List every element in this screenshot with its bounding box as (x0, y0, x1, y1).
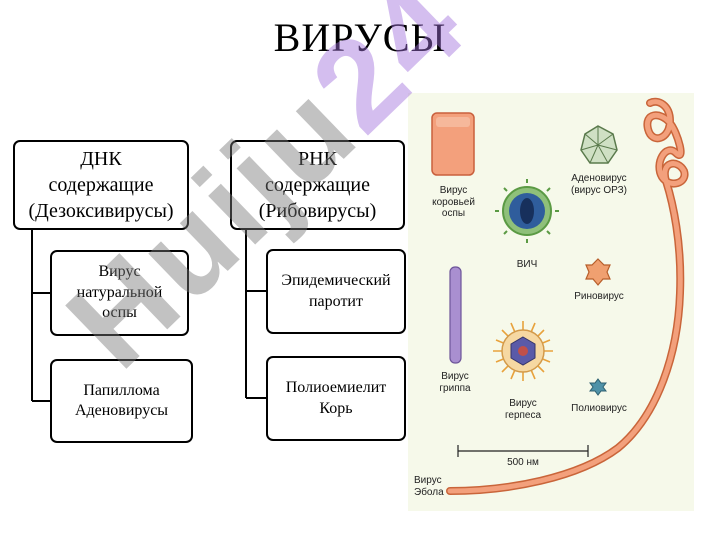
label-flu: Вирус гриппа (439, 371, 471, 394)
rna-header-box: РНК содержащие (Рибовирусы) (230, 140, 405, 230)
virus-drawings (431, 97, 689, 495)
rna-item-mumps: Эпидемический паротит (266, 249, 406, 334)
dna-header-text: ДНК содержащие (Дезоксивирусы) (28, 148, 174, 222)
dna-header-box: ДНК содержащие (Дезоксивирусы) (13, 140, 189, 230)
smallpox-virus-drawing (431, 112, 475, 176)
herpes-virus-drawing (493, 321, 553, 381)
rna-item-polio: Полиоемиелит Корь (266, 356, 406, 441)
dna-item-text: Папиллома Аденовирусы (74, 381, 169, 419)
label-herpes: Вирус герпеса (504, 398, 542, 421)
dna-item-smallpox: Вирус натуральной оспы (50, 250, 189, 336)
influenza-virus-drawing (449, 266, 462, 364)
dna-item-text: Вирус натуральной оспы (76, 263, 163, 322)
label-hiv: ВИЧ (516, 259, 538, 270)
label-scale: 500 нм (507, 457, 539, 468)
rna-connector (245, 230, 266, 399)
dna-item-papilloma: Папиллома Аденовирусы (50, 359, 193, 443)
poliovirus-drawing (589, 378, 607, 396)
rna-header-text: РНК содержащие (Рибовирусы) (258, 148, 377, 222)
scale-bar (457, 445, 589, 457)
dna-connector (31, 230, 50, 402)
label-adeno: Аденовирус (вирус ОРЗ) (571, 173, 627, 196)
label-smallpox: Вирус коровьей оспы (432, 185, 475, 219)
adenovirus-drawing (580, 125, 618, 164)
label-rhino: Риновирус (574, 291, 624, 302)
label-ebola: Вирус Эбола (414, 475, 444, 498)
page-title: ВИРУСЫ (273, 15, 447, 60)
rna-item-text: Эпидемический паротит (281, 272, 391, 310)
rna-item-text: Полиоемиелит Корь (285, 379, 387, 417)
virus-illustration: Вирус коровьей оспы ВИЧ Аденовирус (виру… (408, 93, 694, 511)
hiv-virus-drawing (495, 179, 559, 243)
rhinovirus-drawing (585, 258, 611, 286)
label-polio: Полиовирус (571, 403, 627, 414)
